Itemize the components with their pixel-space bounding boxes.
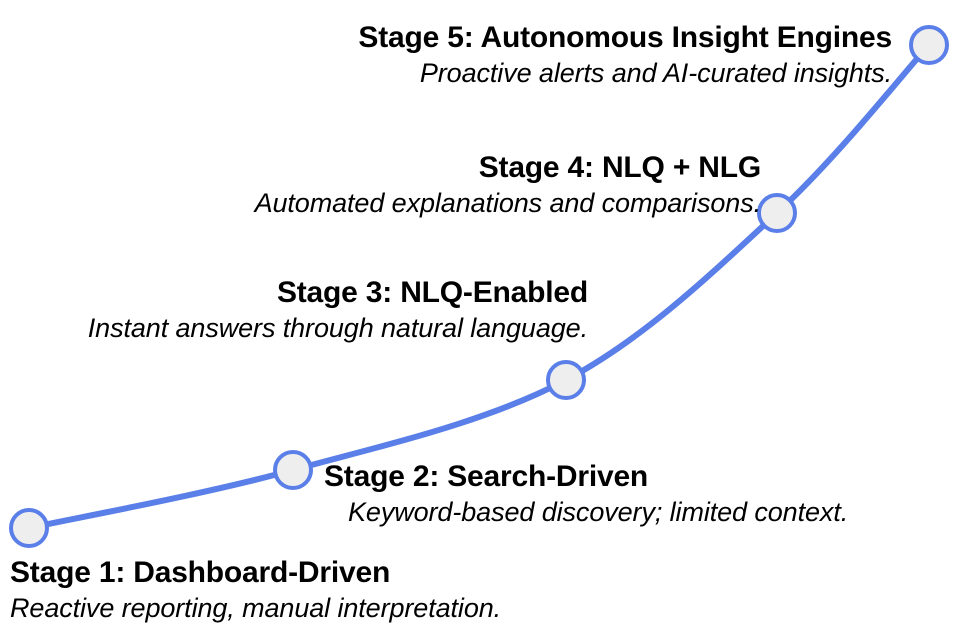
stage-title-3: Stage 3: NLQ-Enabled xyxy=(276,276,588,309)
stage-marker-3[interactable] xyxy=(546,360,586,400)
stage-subtitle-4: Automated explanations and comparisons. xyxy=(254,188,762,218)
stage-label-2: Stage 2: Search-Driven Keyword-based dis… xyxy=(324,459,848,529)
stage-title-4: Stage 4: NLQ + NLG xyxy=(478,151,761,184)
stage-subtitle-2: Keyword-based discovery; limited context… xyxy=(348,497,849,527)
stage-label-4: Stage 4: NLQ + NLG Automated explanation… xyxy=(254,150,762,220)
stage-marker-2[interactable] xyxy=(273,450,313,490)
stage-marker-4[interactable] xyxy=(757,193,797,233)
stage-subtitle-5: Proactive alerts and AI-curated insights… xyxy=(419,58,892,88)
stage-marker-5[interactable] xyxy=(909,25,949,65)
stage-marker-1[interactable] xyxy=(9,508,49,548)
stage-title-2: Stage 2: Search-Driven xyxy=(324,460,649,493)
stage-subtitle-3: Instant answers through natural language… xyxy=(87,313,588,343)
stage-title-5: Stage 5: Autonomous Insight Engines xyxy=(358,21,892,54)
stage-subtitle-1: Reactive reporting, manual interpretatio… xyxy=(10,593,502,623)
stage-label-1: Stage 1: Dashboard-Driven Reactive repor… xyxy=(10,555,501,625)
stage-title-1: Stage 1: Dashboard-Driven xyxy=(10,556,391,589)
stage-label-3: Stage 3: NLQ-Enabled Instant answers thr… xyxy=(88,275,588,345)
stage-label-5: Stage 5: Autonomous Insight Engines Proa… xyxy=(358,20,892,90)
